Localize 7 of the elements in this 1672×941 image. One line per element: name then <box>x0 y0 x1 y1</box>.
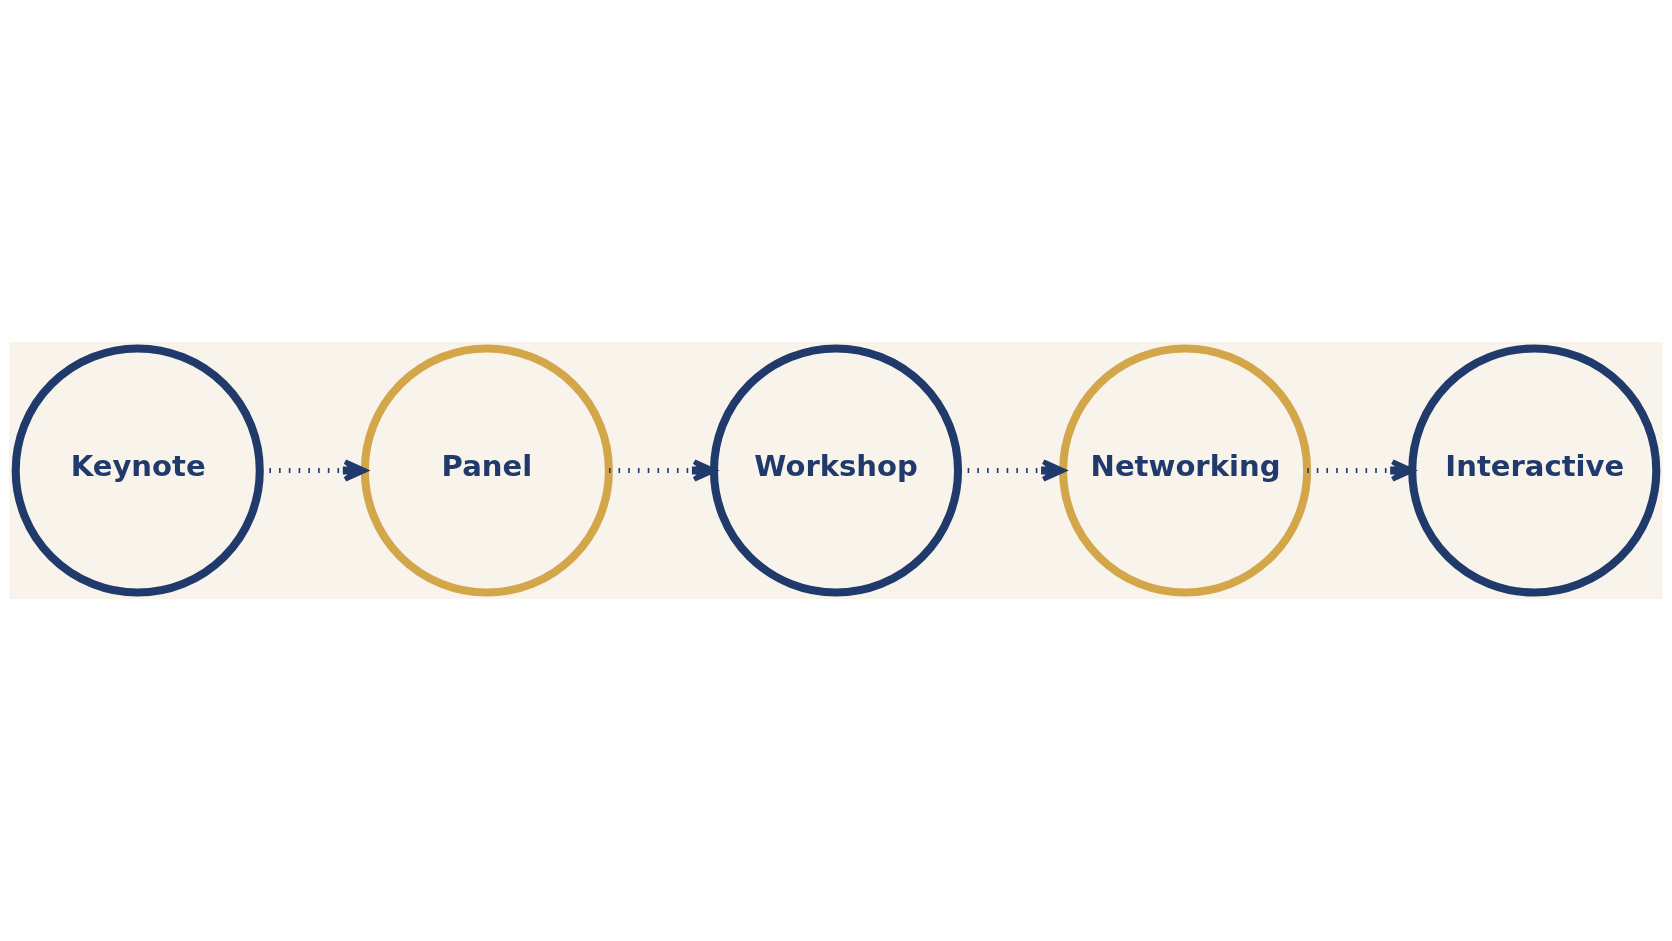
arrow <box>1307 459 1415 482</box>
node-circle: Keynote <box>11 344 264 597</box>
node-circle: Panel <box>360 344 613 597</box>
node-circle: Networking <box>1059 344 1312 597</box>
node-circle: Interactive <box>1408 344 1661 597</box>
node-circle: Workshop <box>709 344 963 597</box>
arrow <box>609 459 717 482</box>
